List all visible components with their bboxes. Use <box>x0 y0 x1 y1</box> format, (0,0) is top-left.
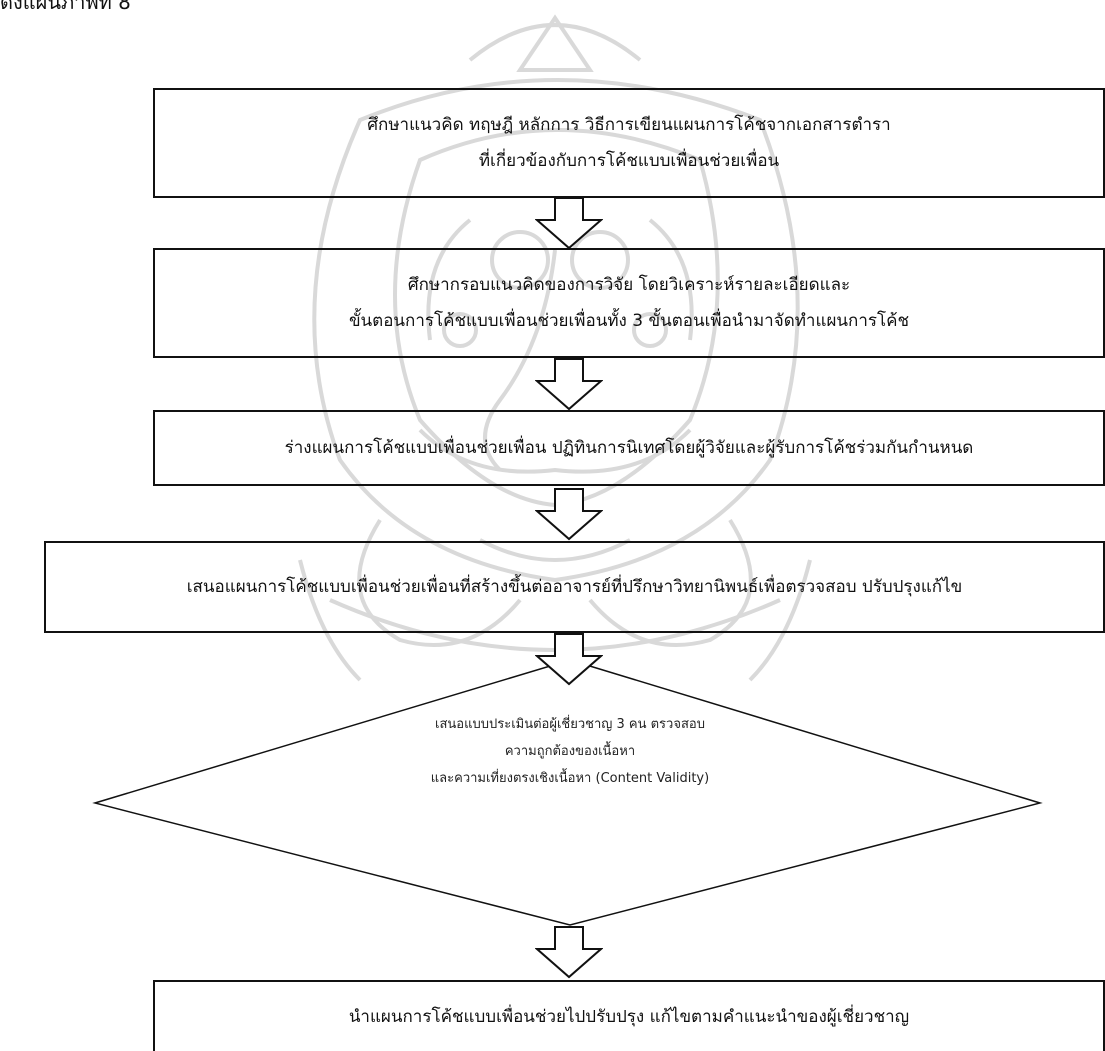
final-step-box: นำแผนการโค้ชแบบเพื่อนช่วยไปปรับปรุง แก้ไ… <box>153 980 1105 1051</box>
decision-line-2: ความถูกต้องของเนื้อหา <box>330 738 810 765</box>
final-step-line-1: นำแผนการโค้ชแบบเพื่อนช่วยไปปรับปรุง แก้ไ… <box>349 999 909 1035</box>
step-1-line-1: ศึกษาแนวคิด ทฤษฎี หลักการ วิธีการเขียนแผ… <box>367 107 890 143</box>
down-arrow-icon <box>535 196 603 250</box>
step-2-line-2: ขั้นตอนการโค้ชแบบเพื่อนช่วยเพื่อนทั้ง 3 … <box>349 303 909 339</box>
down-arrow-icon <box>535 357 603 411</box>
step-box-4: เสนอแผนการโค้ชแบบเพื่อนช่วยเพื่อนที่สร้า… <box>44 541 1105 633</box>
down-arrow-icon <box>535 632 603 686</box>
step-1-line-2: ที่เกี่ยวข้องกับการโค้ชแบบเพื่อนช่วยเพื่… <box>479 143 779 179</box>
decision-line-3: และความเที่ยงตรงเชิงเนื้อหา (Content Val… <box>330 765 810 792</box>
figure-heading: ดังแผนภาพที่ 8 <box>0 0 131 18</box>
step-box-3: ร่างแผนการโค้ชแบบเพื่อนช่วยเพื่อน ปฏิทิน… <box>153 410 1105 486</box>
down-arrow-icon <box>535 487 603 541</box>
decision-text: เสนอแบบประเมินต่อผู้เชี่ยวชาญ 3 คน ตรวจส… <box>330 711 810 792</box>
down-arrow-icon <box>535 925 603 979</box>
step-box-1: ศึกษาแนวคิด ทฤษฎี หลักการ วิธีการเขียนแผ… <box>153 88 1105 198</box>
step-2-line-1: ศึกษากรอบแนวคิดของการวิจัย โดยวิเคราะห์ร… <box>408 267 850 303</box>
step-box-2: ศึกษากรอบแนวคิดของการวิจัย โดยวิเคราะห์ร… <box>153 248 1105 358</box>
step-3-line-1: ร่างแผนการโค้ชแบบเพื่อนช่วยเพื่อน ปฏิทิน… <box>285 430 974 466</box>
decision-line-1: เสนอแบบประเมินต่อผู้เชี่ยวชาญ 3 คน ตรวจส… <box>330 711 810 738</box>
step-4-line-1: เสนอแผนการโค้ชแบบเพื่อนช่วยเพื่อนที่สร้า… <box>187 569 963 605</box>
